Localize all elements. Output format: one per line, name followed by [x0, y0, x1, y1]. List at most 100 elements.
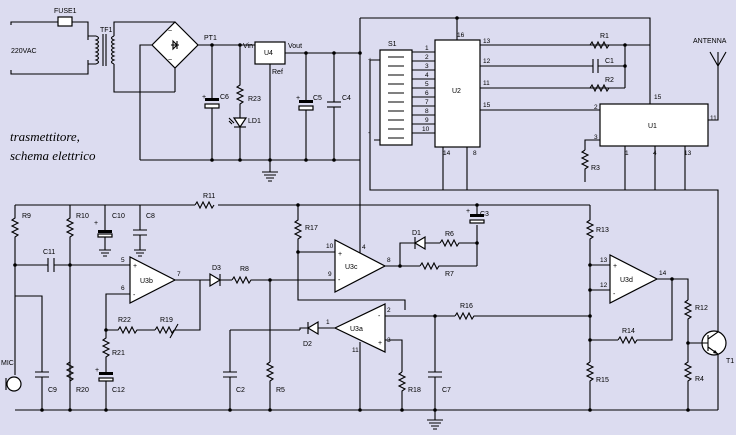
- u3c-pin-10: 10: [326, 243, 334, 250]
- u3b-pin-5: 5: [121, 257, 125, 264]
- r19-label: R19: [160, 317, 173, 324]
- svg-text:~: ~: [168, 28, 172, 35]
- r20-resistor: [65, 361, 75, 382]
- u3b-pin-7: 7: [177, 271, 181, 278]
- r12-resistor: [683, 299, 700, 344]
- r21-resistor: [101, 330, 111, 372]
- s1-pin-5: 5: [425, 81, 429, 88]
- s1-dip-switch: [379, 49, 413, 146]
- c8-capacitor: [133, 205, 147, 257]
- r5-label: R5: [276, 387, 285, 394]
- r1-resistor: [589, 40, 610, 50]
- s1-pin-6: 6: [425, 90, 429, 97]
- u3b-opamp: [129, 256, 177, 304]
- r10-resistor: [65, 205, 75, 265]
- u1-label: U1: [648, 123, 657, 130]
- u1-pin-15: 15: [654, 94, 662, 101]
- fuse-label: FUSE1: [54, 8, 77, 15]
- r10-label: R10: [76, 213, 89, 220]
- u1-pin-3: 3: [594, 134, 598, 141]
- s1-pin-2: 2: [425, 54, 429, 61]
- s1-label: S1: [388, 41, 397, 48]
- c12-capacitor: +: [95, 367, 114, 410]
- c3-label: C3: [480, 211, 489, 218]
- mic-icon: [6, 376, 22, 392]
- c6-capacitor: +: [202, 45, 220, 160]
- r8-resistor: [231, 275, 300, 285]
- r14-resistor: [617, 335, 650, 345]
- s1-pin-1: 1: [425, 45, 429, 52]
- u3c-pin-8: 8: [387, 257, 391, 264]
- u2-pin-16: 16: [457, 32, 465, 39]
- u1-pin-11: 11: [710, 115, 717, 122]
- bridge-label: PT1: [204, 35, 217, 42]
- u3c-label: U3c: [345, 264, 358, 271]
- s1-pin-3: 3: [425, 63, 429, 70]
- u3c-pin-9: 9: [328, 271, 332, 278]
- r18-resistor: [397, 371, 407, 410]
- u2-ic: [434, 39, 481, 148]
- power-supply: 220VAC FUSE1 TF1 ~ ~ PT1: [10, 8, 360, 182]
- r1-label: R1: [600, 33, 609, 40]
- r9-resistor: [10, 205, 20, 265]
- d2-diode: [306, 320, 319, 336]
- r8-label: R8: [240, 266, 249, 273]
- u2-pin-12: 12: [483, 58, 491, 65]
- c5-label: C5: [313, 95, 322, 102]
- ground-icon: [262, 171, 278, 182]
- r18-label: R18: [408, 387, 421, 394]
- svg-text:-: -: [613, 291, 616, 298]
- c1-label: C1: [605, 58, 614, 65]
- d3-label: D3: [212, 265, 221, 272]
- r23-label: R23: [248, 96, 261, 103]
- mains-label: 220VAC: [11, 48, 37, 55]
- r2-resistor: [589, 83, 610, 93]
- r16-label: R16: [460, 303, 473, 310]
- u3d-pin-14: 14: [659, 270, 667, 277]
- svg-text:+: +: [378, 340, 382, 347]
- u2-pin-8: 8: [473, 150, 477, 157]
- c6-label: C6: [220, 94, 229, 101]
- encoder-section: S1 + - 1 2 3 4 5 6 7 8 9 10 U2 16 13 12 …: [358, 16, 727, 320]
- r13-resistor: [585, 205, 595, 362]
- r9-label: R9: [22, 213, 31, 220]
- c3-capacitor: +: [466, 205, 485, 266]
- svg-text:-: -: [378, 313, 381, 320]
- c10-label: C10: [112, 213, 125, 220]
- c2-capacitor: [223, 371, 237, 410]
- r3-label: R3: [591, 165, 600, 172]
- u3d-label: U3d: [620, 277, 633, 284]
- s1-pin-4: 4: [425, 72, 429, 79]
- r4-resistor: [683, 343, 693, 410]
- antenna-label: ANTENNA: [693, 38, 727, 45]
- u3d-pin-12: 12: [600, 282, 608, 289]
- c12-label: C12: [112, 387, 125, 394]
- r17-label: R17: [305, 225, 318, 232]
- u3a-opamp: [333, 303, 386, 353]
- u2-pin-13: 13: [483, 38, 491, 45]
- r22-label: R22: [118, 317, 131, 324]
- u3d-opamp: [609, 254, 659, 304]
- c10-capacitor: +: [94, 205, 113, 257]
- r15-resistor: [585, 361, 595, 410]
- c9-capacitor: [35, 371, 49, 410]
- r20-label: R20: [76, 387, 89, 394]
- svg-text:+: +: [338, 251, 342, 258]
- c7-capacitor: [428, 316, 442, 410]
- r14-label: R14: [622, 328, 635, 335]
- tf-label: TF1: [100, 27, 113, 34]
- ground-icon: [427, 410, 443, 430]
- u4-vin: Vin: [243, 43, 253, 50]
- svg-text:+: +: [95, 367, 99, 374]
- u1-pin-13: 13: [684, 150, 692, 157]
- u4-vout: Vout: [288, 43, 302, 50]
- r6-resistor: [439, 238, 477, 248]
- title-line-1: trasmettitore,: [10, 129, 80, 144]
- u4-ref: Ref: [272, 69, 283, 76]
- r21-label: R21: [112, 350, 125, 357]
- r4-label: R4: [695, 376, 704, 383]
- c4-label: C4: [342, 95, 351, 102]
- u3a-pin-2: 2: [387, 307, 391, 314]
- svg-text:+: +: [133, 263, 137, 270]
